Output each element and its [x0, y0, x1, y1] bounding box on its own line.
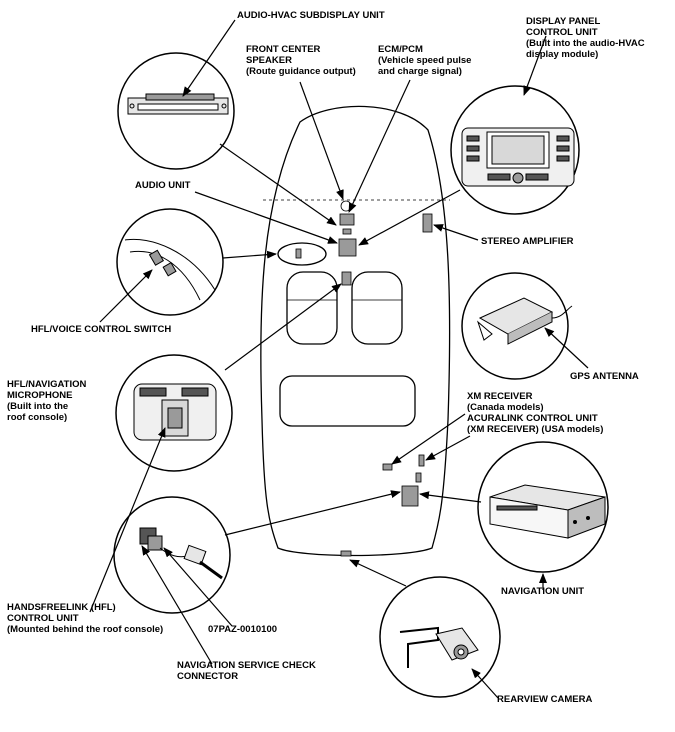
label-part-number: 07PAZ-0010100	[208, 624, 278, 635]
stereo-amplifier-mark	[422, 213, 433, 233]
xm-receiver-mark	[382, 463, 393, 471]
gps-antenna-drawing	[476, 297, 573, 345]
navigation-unit-drawing	[489, 484, 606, 539]
part-number-leader	[163, 547, 233, 627]
label-audio-unit: AUDIO UNIT	[135, 180, 191, 191]
ecm-mark	[339, 213, 355, 226]
navigation-unit-leader	[419, 491, 482, 503]
nav-check-leader	[141, 545, 213, 665]
hfl-control-unit-mark	[341, 271, 352, 286]
subdisplay-to-vehicle-leader	[219, 143, 337, 226]
small-module-mark	[415, 472, 422, 483]
rearview-camera-label-leader	[471, 668, 499, 699]
ecm-leader	[348, 79, 411, 213]
display-panel-leader	[523, 35, 547, 96]
gps-antenna-leader	[544, 327, 589, 369]
hfl-connector-drawing	[139, 527, 223, 580]
vehicle-outline	[260, 105, 451, 557]
xm-receiver-leader	[391, 413, 466, 465]
hfl-control-leader	[89, 427, 166, 613]
front-speaker-leader	[299, 81, 344, 200]
label-stereo-amp: STEREO AMPLIFIER	[481, 236, 574, 247]
acuralink-leader	[425, 435, 471, 461]
hfl-switch-drawing	[124, 238, 216, 301]
display-panel-drawing	[461, 127, 575, 187]
rearview-camera-drawing	[399, 626, 479, 668]
label-nav-check: NAVIGATION SERVICE CHECK CONNECTOR	[177, 660, 316, 682]
audio-unit-mark	[338, 238, 357, 257]
rearview-camera-mark	[340, 550, 352, 557]
hfl-switch-to-vehicle-leader	[222, 250, 277, 259]
subdisplay-leader	[182, 19, 236, 97]
label-hfl-voice-switch: HFL/VOICE CONTROL SWITCH	[31, 324, 172, 335]
label-front-speaker: FRONT CENTER SPEAKER (Route guidance out…	[246, 44, 356, 77]
roof-console-to-vehicle-leader	[224, 283, 342, 371]
label-hfl-control: HANDSFREELINK (HFL) CONTROL UNIT (Mounte…	[7, 602, 164, 635]
connector-mark	[342, 228, 352, 235]
label-xm-receiver: XM RECEIVER (Canada models) ACURALINK CO…	[467, 391, 604, 435]
hfl-switch-leader	[99, 269, 153, 323]
rearview-camera-to-vehicle-leader	[349, 559, 407, 587]
label-navigation-unit: NAVIGATION UNIT	[501, 586, 585, 597]
audio-unit-leader	[194, 191, 338, 244]
label-gps-antenna: GPS ANTENNA	[570, 371, 639, 382]
hfl-connector-to-vehicle-leader	[224, 490, 401, 536]
label-subdisplay: AUDIO-HVAC SUBDISPLAY UNIT	[237, 10, 385, 21]
acuralink-mark	[418, 454, 425, 467]
vehicle-components	[338, 200, 433, 557]
leader-lines	[89, 19, 589, 699]
stereo-amp-leader	[433, 224, 479, 241]
navigation-unit-mark	[401, 485, 419, 507]
label-hfl-mic: HFL/NAVIGATION MICROPHONE (Built into th…	[7, 379, 87, 423]
display-panel-to-vehicle-leader	[358, 189, 461, 246]
subdisplay-unit-drawing	[127, 93, 229, 115]
label-ecm: ECM/PCM (Vehicle speed pulse and charge …	[378, 44, 472, 77]
roof-console-drawing	[133, 383, 217, 441]
label-rearview-camera: REARVIEW CAMERA	[497, 694, 593, 705]
label-display-panel: DISPLAY PANEL CONTROL UNIT (Built into t…	[526, 16, 645, 60]
